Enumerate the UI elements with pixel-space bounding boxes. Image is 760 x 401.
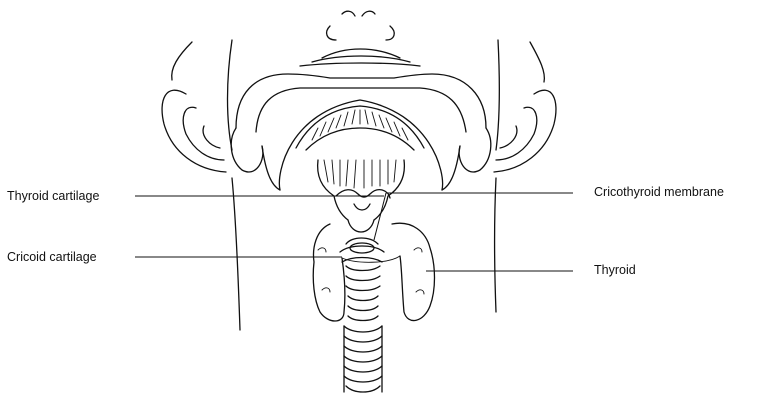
nose xyxy=(327,11,395,40)
thyroid-gland xyxy=(313,223,434,321)
left-ear xyxy=(162,90,226,172)
hyoid-striations xyxy=(306,110,414,150)
label-thyroid: Thyroid xyxy=(594,263,636,277)
cricoid-region xyxy=(340,238,384,262)
mandible xyxy=(231,74,491,190)
label-cricoid-cartilage: Cricoid cartilage xyxy=(7,250,97,264)
neck-outline xyxy=(172,40,545,330)
right-ear xyxy=(494,90,556,172)
leader-cricothyroid-membrane-drop xyxy=(374,193,386,240)
trachea xyxy=(344,266,382,392)
label-thyroid-cartilage: Thyroid cartilage xyxy=(7,189,99,203)
label-cricothyroid-membrane: Cricothyroid membrane xyxy=(594,185,724,199)
mouth-lips xyxy=(300,49,420,66)
